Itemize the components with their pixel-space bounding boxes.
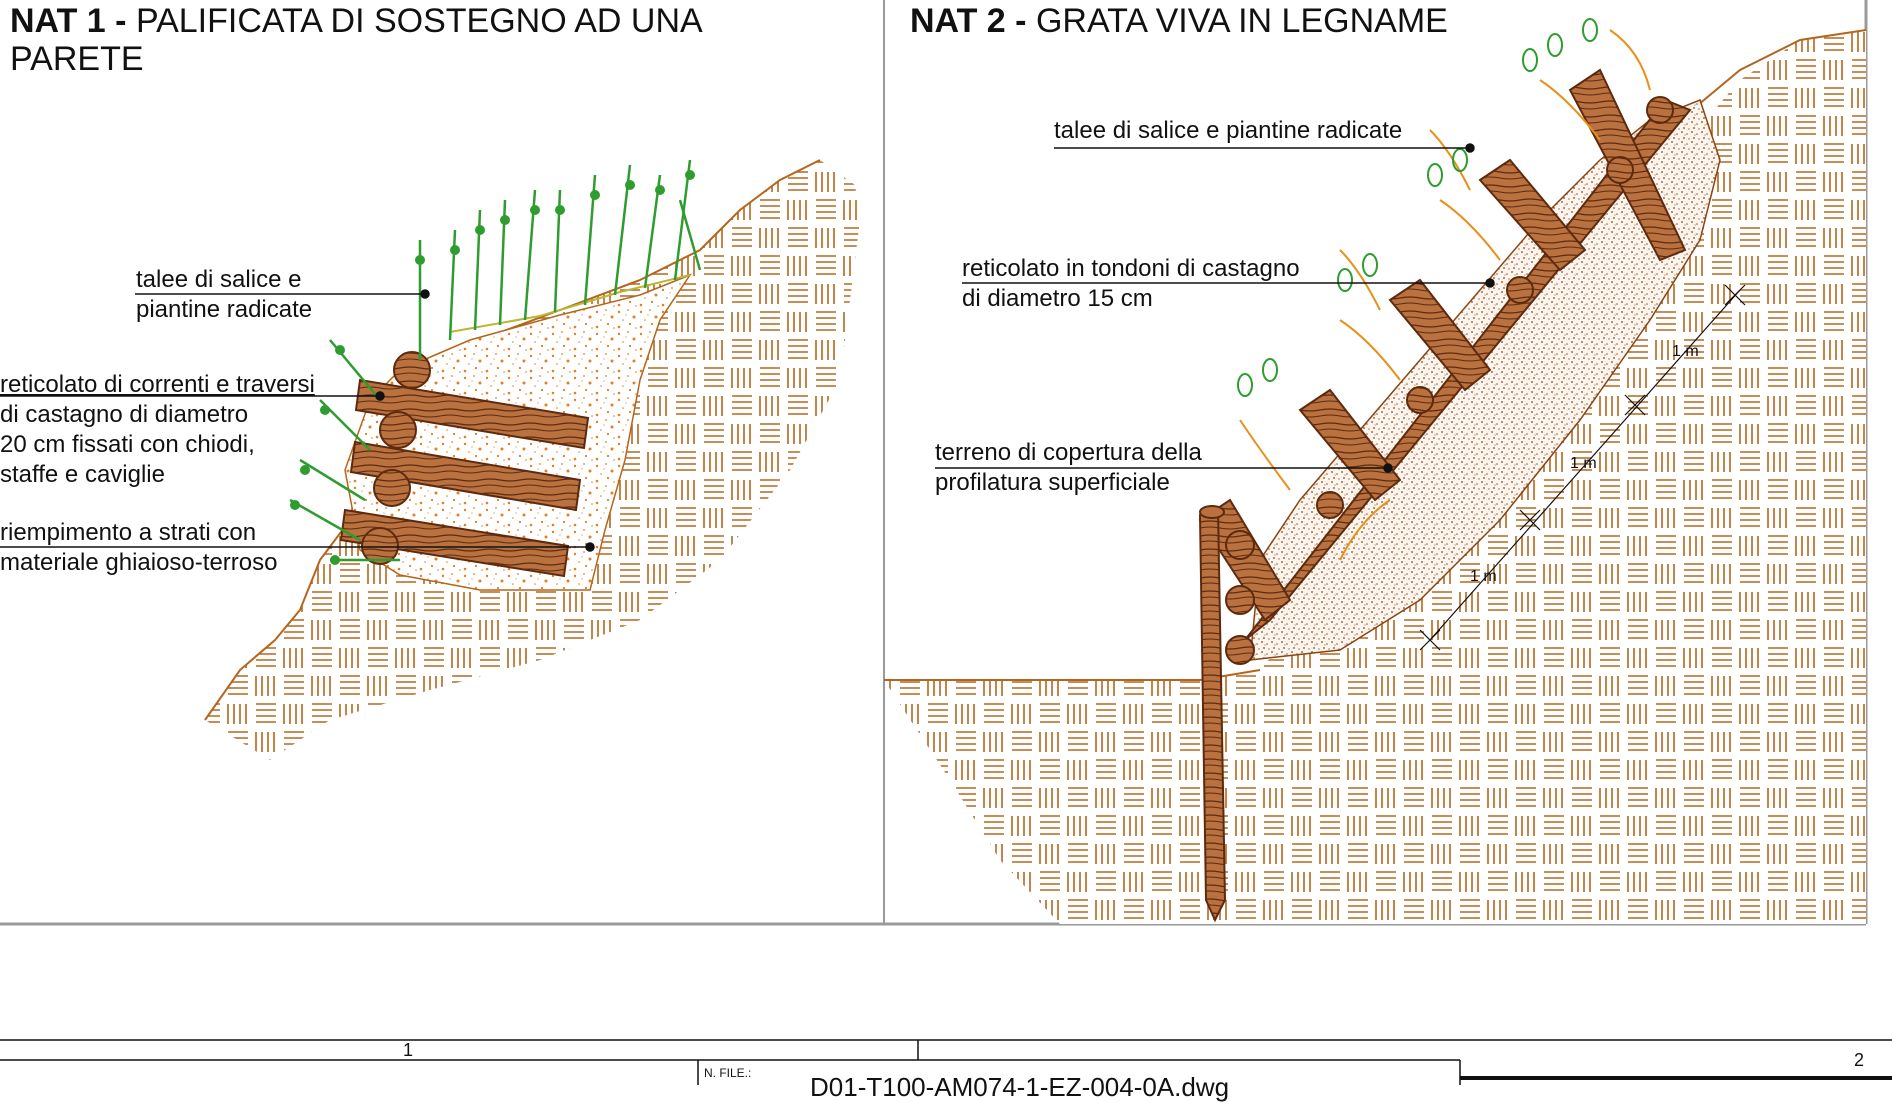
nat2-label-grid-line2: di diametro 15 cm [962,285,1153,312]
file-label: N. FILE.: [704,1066,752,1080]
nat2-roots [1239,29,1651,561]
nat1-timbers [339,351,590,578]
nat2-leaves [1237,18,1598,397]
nat2-label-cover: terreno di copertura della profilatura s… [935,438,1202,498]
nat2-label-cover-line2: profilatura superficiale [935,469,1170,496]
nat1-label-grid-line4: staffe e caviglie [0,461,165,488]
nat1-label-cuttings: talee di salice e piantine radicate [136,265,312,325]
file-value: D01-T100-AM074-1-EZ-004-0A.dwg [810,1072,1230,1102]
nat1-vegetation-leaves [290,170,695,565]
nat2-title-line1: GRATA VIVA IN LEGNAME [1035,2,1448,40]
title-block-column-1: 1 [403,1040,414,1060]
nat2-spacing-1: 1 m [1672,343,1699,360]
nat2-title: NAT 2 - GRATA VIVA IN LEGNAME [910,2,1448,40]
nat2-dimension-line [1419,284,1746,651]
nat1-label-grid-line2: di castagno di diametro [0,401,249,428]
nat2-spacing-2: 1 m [1570,455,1597,472]
nat1-leader-lines [0,289,595,552]
nat1-label-fill-line1: riempimento a strati con [0,519,257,546]
nat2-label-cuttings: talee di salice e piantine radicate [1054,116,1402,146]
nat1-label-fill: riempimento a strati con materiale ghiai… [0,518,277,578]
nat2-label-grid-line1: reticolato in tondoni di castagno [962,255,1300,282]
nat1-code: NAT 1 - [10,2,127,40]
nat1-title-line2: PARETE [10,40,144,78]
nat1-label-grid: reticolato di correnti e traversi di cas… [0,370,315,490]
nat2-label-grid: reticolato in tondoni di castagno di dia… [962,254,1300,314]
nat2-label-cuttings-line1: talee di salice e piantine radicate [1054,117,1403,144]
nat1-label-cuttings-line2: piantine radicate [136,296,313,323]
nat1-label-grid-line3: 20 cm fissati con chiodi, [0,431,255,458]
nat2-leader-lines [935,143,1495,473]
nat1-label-grid-line1: reticolato di correnti e traversi [0,371,315,398]
nat2-timbers [1198,68,1692,923]
nat2-label-cover-line1: terreno di copertura della [935,439,1202,466]
nat1-title-line1: PALIFICATA DI SOSTEGNO AD UNA [135,2,703,40]
nat1-label-cuttings-line1: talee di salice e [136,266,302,293]
title-block-column-2: 2 [1854,1050,1865,1070]
nat2-code: NAT 2 - [910,2,1027,40]
nat2-spacing-3: 1 m [1470,568,1497,585]
nat1-label-fill-line2: materiale ghiaioso-terroso [0,549,278,576]
nat1-title: NAT 1 - PALIFICATA DI SOSTEGNO AD UNA PA… [10,2,703,78]
title-block-lines [0,1039,1892,1085]
